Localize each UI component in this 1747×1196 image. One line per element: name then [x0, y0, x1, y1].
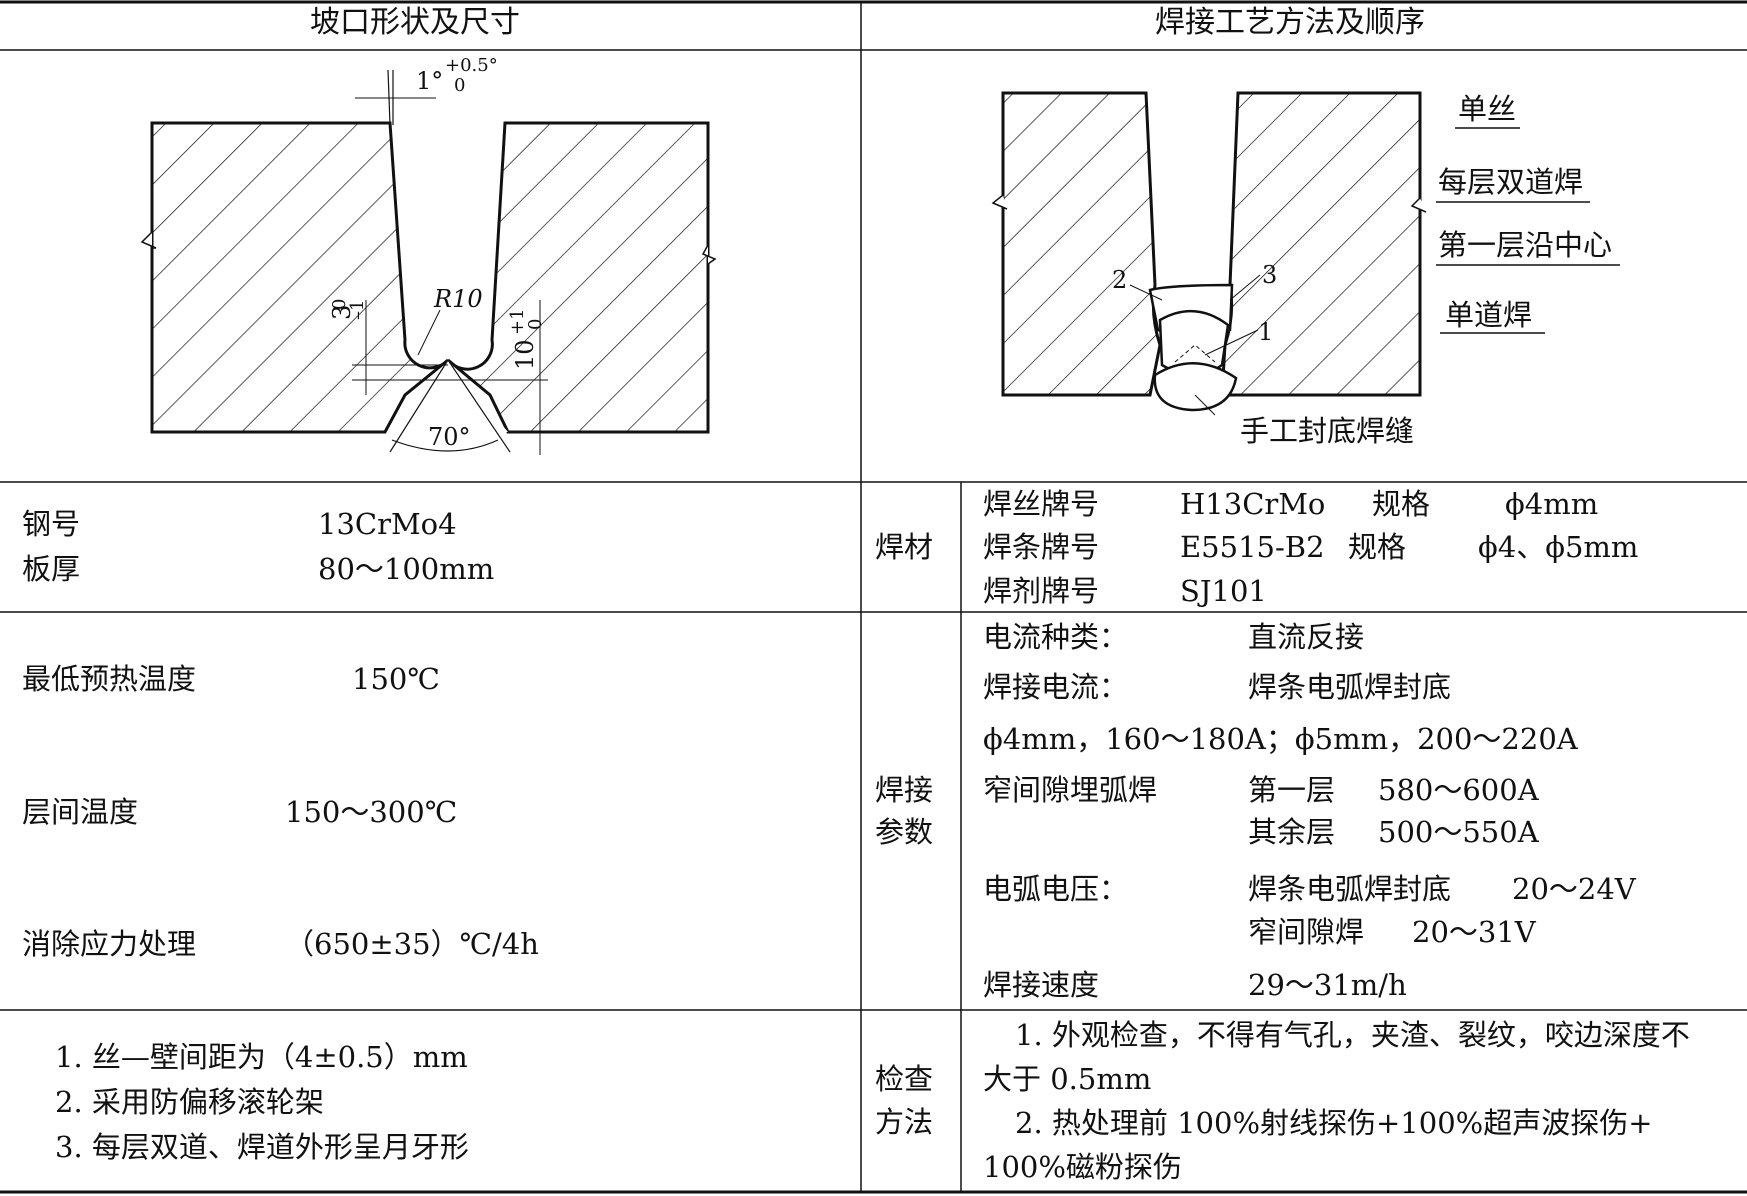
current-type-value: 直流反接	[1248, 620, 1365, 654]
inspection-label-2: 方法	[875, 1105, 934, 1139]
current-type-label: 电流种类：	[983, 620, 1129, 654]
voltage-narrow-label: 窄间隙焊	[1248, 915, 1365, 949]
pass-number-3: 3	[1262, 261, 1278, 289]
wire-grade-label: 焊丝牌号	[983, 487, 1100, 521]
groove-drawing	[140, 69, 717, 455]
process-label-1: 单丝	[1458, 92, 1517, 126]
radius-label: R10	[434, 285, 483, 313]
header-right: 焊接工艺方法及顺序	[1155, 5, 1425, 40]
parameters-label-1: 焊接	[875, 773, 934, 807]
narrow-first-value: 580～600A	[1378, 773, 1539, 807]
interpass-value: 150～300℃	[285, 795, 458, 829]
flux-grade-value: SJ101	[1180, 574, 1267, 608]
inspection-label-1: 检查	[875, 1062, 934, 1096]
current-label: 焊接电流：	[983, 670, 1129, 704]
preheat-value: 150℃	[352, 662, 440, 696]
wire-spec-value: ϕ4mm	[1505, 487, 1599, 521]
inspection-line-3: 2. 热处理前 100%射线探伤+100%超声波探伤+	[1015, 1106, 1653, 1140]
wire-spec-label: 规格	[1372, 487, 1431, 521]
steel-grade-label: 钢号	[22, 507, 81, 541]
flux-grade-label: 焊剂牌号	[983, 574, 1100, 608]
thickness-label: 板厚	[22, 552, 81, 586]
top-angle-lower: 0	[454, 75, 466, 96]
stress-relief-label: 消除应力处理	[22, 927, 197, 961]
process-label-2: 每层双道焊	[1438, 165, 1584, 199]
dim-right: 10	[511, 339, 539, 370]
voltage-smaw-value: 20～24V	[1512, 872, 1636, 906]
right-plate	[446, 121, 710, 434]
speed-label: 焊接速度	[983, 968, 1100, 1002]
inspection-line-2: 大于 0.5mm	[983, 1062, 1152, 1096]
process-drawing	[991, 91, 1620, 416]
thickness-value: 80～100mm	[318, 552, 495, 586]
process-label-3: 第一层沿中心	[1438, 228, 1613, 262]
bottom-angle: 70°	[428, 423, 471, 451]
top-angle-upper: +0.5°	[445, 55, 498, 76]
preheat-label: 最低预热温度	[22, 662, 197, 696]
narrow-first-label: 第一层	[1248, 773, 1336, 807]
voltage-smaw-label: 焊条电弧焊封底	[1248, 872, 1452, 906]
process-right-plate	[1220, 91, 1422, 397]
materials-section-label: 焊材	[875, 530, 934, 564]
electrode-grade-value: E5515-B2	[1180, 530, 1325, 564]
parameters-label-2: 参数	[875, 815, 934, 849]
narrow-gap-label: 窄间隙埋弧焊	[983, 773, 1158, 807]
backing-weld-label: 手工封底焊缝	[1240, 414, 1415, 448]
electrode-spec-label: 规格	[1348, 530, 1407, 564]
wire-grade-value: H13CrMo	[1180, 487, 1326, 521]
stress-relief-value: （650±35）℃/4h	[285, 927, 539, 961]
steel-grade-value: 13CrMo4	[318, 507, 457, 541]
dim-right-lower: 0	[525, 318, 546, 330]
top-angle: 1°	[416, 67, 444, 95]
pass-number-2: 2	[1112, 266, 1128, 294]
interpass-label: 层间温度	[22, 795, 139, 829]
speed-value: 29～31m/h	[1248, 968, 1407, 1002]
current-value: 焊条电弧焊封底	[1248, 670, 1452, 704]
header-left: 坡口形状及尺寸	[310, 5, 520, 40]
electrode-spec-value: ϕ4、ϕ5mm	[1478, 530, 1639, 564]
inspection-line-1: 1. 外观检查，不得有气孔，夹渣、裂纹，咬边深度不	[1015, 1018, 1690, 1052]
narrow-rest-label: 其余层	[1248, 815, 1336, 849]
note-2: 2. 采用防偏移滚轮架	[55, 1085, 324, 1119]
narrow-rest-value: 500～550A	[1378, 815, 1539, 849]
pass-number-1: 1	[1258, 318, 1274, 346]
voltage-narrow-value: 20～31V	[1412, 915, 1536, 949]
process-left-plate	[1001, 91, 1162, 397]
electrode-grade-label: 焊条牌号	[983, 530, 1100, 564]
note-3: 3. 每层双道、焊道外形呈月牙形	[55, 1130, 469, 1164]
voltage-label: 电弧电压：	[983, 872, 1129, 906]
dim-left-lower: –1	[347, 299, 368, 320]
current-detail: ϕ4mm，160～180A；ϕ5mm，200～220A	[983, 722, 1578, 756]
left-plate	[150, 121, 450, 434]
process-label-4: 单道焊	[1445, 298, 1533, 332]
note-1: 1. 丝—壁间距为（4±0.5）mm	[55, 1040, 468, 1074]
inspection-line-4: 100%磁粉探伤	[983, 1150, 1182, 1184]
